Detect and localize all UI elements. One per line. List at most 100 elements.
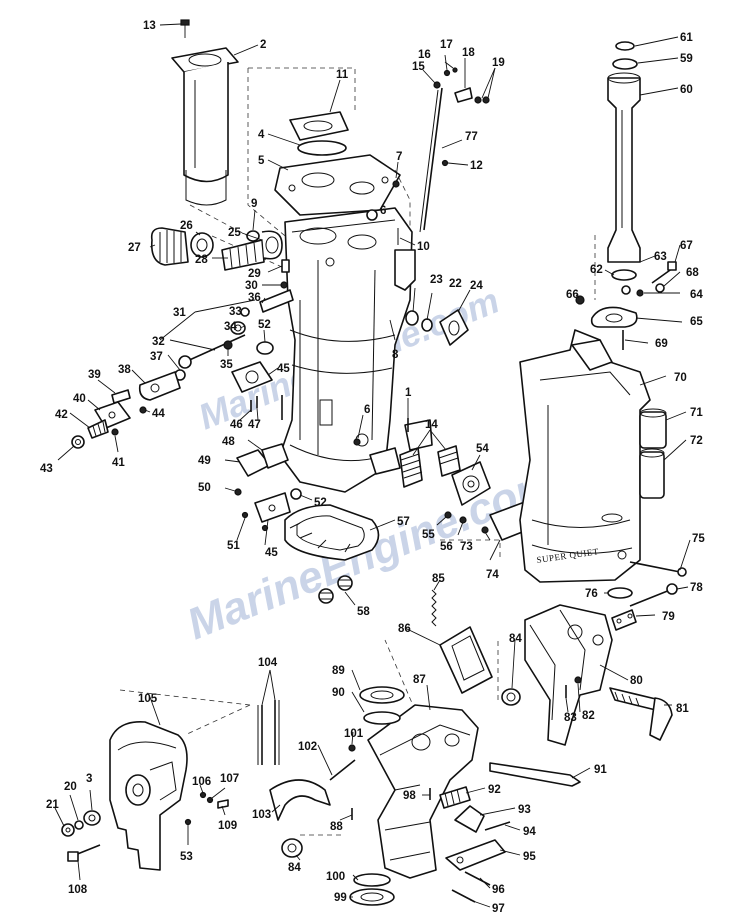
pin-96 xyxy=(464,871,491,886)
spring-28 xyxy=(221,239,265,271)
bushing-26 xyxy=(190,232,214,258)
callout-26: 26 xyxy=(180,220,193,232)
callout-80: 80 xyxy=(630,675,643,687)
callout-31: 31 xyxy=(173,307,186,319)
callout-81: 81 xyxy=(676,703,689,715)
springs-104 xyxy=(257,700,280,765)
cover-45a xyxy=(231,361,273,393)
callout-63: 63 xyxy=(654,251,667,263)
swivel-bracket-70: SUPER QUIET xyxy=(519,329,651,583)
grommet-9 xyxy=(246,230,260,242)
callout-64: 64 xyxy=(690,289,703,301)
callout-104: 104 xyxy=(258,657,278,669)
roller-84a xyxy=(501,688,521,706)
callout-10: 10 xyxy=(417,241,430,253)
washers-99-100 xyxy=(349,873,395,906)
pin-82 xyxy=(574,676,582,684)
spring-85 xyxy=(431,589,437,627)
water-tube-77 xyxy=(419,87,443,233)
callout-101: 101 xyxy=(344,728,364,740)
callout-4: 4 xyxy=(258,129,265,141)
spring-92 xyxy=(439,786,471,809)
callout-53: 53 xyxy=(180,851,193,863)
grease-fitting-66 xyxy=(575,295,585,305)
callout-73: 73 xyxy=(460,541,473,553)
spring-42 xyxy=(87,419,109,439)
callout-59: 59 xyxy=(680,53,693,65)
callout-77: 77 xyxy=(465,131,478,143)
callout-71: 71 xyxy=(690,407,703,419)
bushing-3 xyxy=(83,810,101,826)
callout-18: 18 xyxy=(462,47,475,59)
callout-30: 30 xyxy=(245,280,258,292)
callout-68: 68 xyxy=(686,267,699,279)
callout-47: 47 xyxy=(248,419,261,431)
callout-45b: 45 xyxy=(265,547,278,559)
callout-37: 37 xyxy=(150,351,163,363)
callout-6b: 6 xyxy=(364,404,370,416)
cover-45b xyxy=(254,492,291,523)
link-36 xyxy=(259,289,294,313)
link-86 xyxy=(439,626,493,694)
callout-86: 86 xyxy=(398,623,411,635)
callout-75: 75 xyxy=(692,533,705,545)
screw-6 xyxy=(353,438,361,446)
callout-50: 50 xyxy=(198,482,211,494)
callout-55: 55 xyxy=(422,529,435,541)
callout-29: 29 xyxy=(248,268,261,280)
callout-labels: 13 2 11 4 5 7 6 9 10 15 16 17 18 19 77 1… xyxy=(40,20,705,915)
bushing-72 xyxy=(639,448,665,499)
steering-tube-60 xyxy=(607,72,641,263)
callout-107: 107 xyxy=(220,773,239,785)
fasteners-55-56 xyxy=(444,511,467,524)
callout-82: 82 xyxy=(582,710,595,722)
callout-27: 27 xyxy=(128,242,141,254)
washer-23 xyxy=(405,310,419,326)
callout-109: 109 xyxy=(218,820,237,832)
callout-72: 72 xyxy=(690,435,703,447)
callout-25: 25 xyxy=(228,227,241,239)
callout-108: 108 xyxy=(68,884,88,896)
callout-78: 78 xyxy=(690,582,703,594)
callout-2: 2 xyxy=(260,39,266,51)
callout-48: 48 xyxy=(222,436,235,448)
lower-mount-pads xyxy=(369,419,433,475)
washer-76 xyxy=(607,587,633,599)
callout-12: 12 xyxy=(470,160,483,172)
callout-87: 87 xyxy=(413,674,426,686)
pin-94 xyxy=(484,821,511,831)
callout-79: 79 xyxy=(662,611,675,623)
stern-bracket-80 xyxy=(524,604,613,746)
callout-19: 19 xyxy=(492,57,505,69)
bolt-75 xyxy=(629,561,687,577)
callout-105: 105 xyxy=(138,693,158,705)
pin-109 xyxy=(217,799,229,809)
callout-5: 5 xyxy=(258,155,265,167)
seal-57 xyxy=(284,504,380,561)
callout-49: 49 xyxy=(198,455,211,467)
callout-11: 11 xyxy=(336,69,349,81)
screw-13 xyxy=(180,19,190,38)
callout-21: 21 xyxy=(46,799,59,811)
bolt-67 xyxy=(651,261,677,284)
screw-73 xyxy=(481,526,489,534)
callout-35: 35 xyxy=(220,359,233,371)
callout-89: 89 xyxy=(332,665,345,677)
link-79 xyxy=(611,609,637,631)
callout-67: 67 xyxy=(680,240,693,252)
bolt-108 xyxy=(67,844,101,862)
callout-102: 102 xyxy=(298,741,317,753)
callout-23: 23 xyxy=(430,274,443,286)
callout-62: 62 xyxy=(590,264,603,276)
exhaust-tube xyxy=(171,47,239,206)
watermark-bottom: MarineEngine.com xyxy=(180,457,561,649)
washer-33 xyxy=(240,307,250,317)
callout-22: 22 xyxy=(449,278,462,290)
callout-1: 1 xyxy=(405,387,412,399)
cover-54 xyxy=(451,461,491,506)
clamp-25 xyxy=(261,230,283,260)
bracket-38 xyxy=(138,371,181,401)
callout-32: 32 xyxy=(152,336,165,348)
callout-34: 34 xyxy=(224,321,237,333)
